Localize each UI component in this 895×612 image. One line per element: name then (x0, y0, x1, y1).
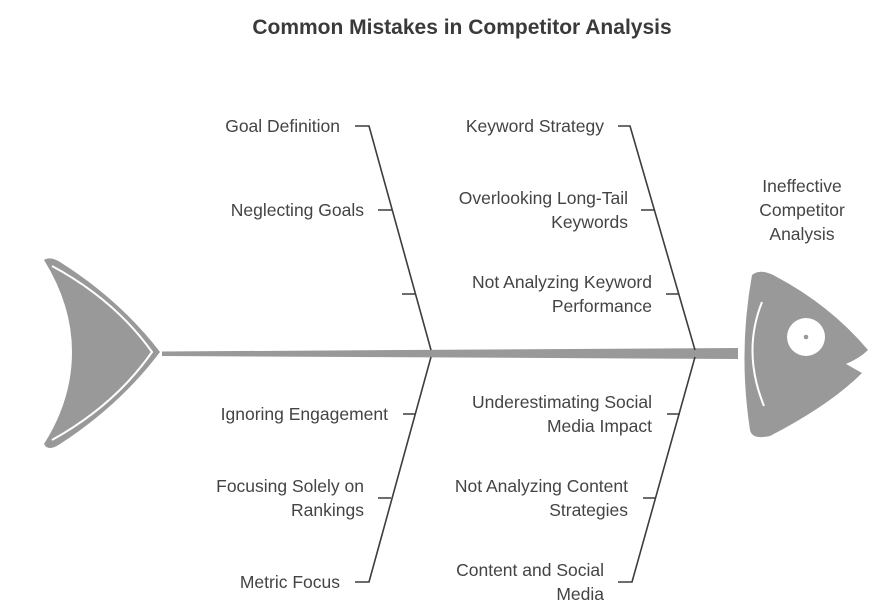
cause-label: Underestimating Social (472, 392, 652, 412)
cause-label: Neglecting Goals (231, 200, 365, 220)
cause-label: Not Analyzing Keyword (472, 272, 652, 292)
bone-bottom-right (618, 356, 696, 583)
cause-label: Overlooking Long-Tail (459, 188, 628, 208)
category-content-social: Media (556, 584, 604, 604)
fish-spine (162, 348, 738, 359)
category-keyword-strategy: Keyword Strategy (466, 116, 604, 136)
bone-top-left (355, 125, 432, 351)
cause-label: Rankings (291, 500, 364, 520)
category-metric-focus: Metric Focus (240, 572, 340, 592)
effect-label: Ineffective (762, 176, 841, 196)
cause-label: Focusing Solely on (216, 476, 364, 496)
category-goal-definition: Goal Definition (225, 116, 340, 136)
cause-label: Performance (552, 296, 652, 316)
cause-label: Strategies (549, 500, 628, 520)
diagram-title: Common Mistakes in Competitor Analysis (252, 16, 671, 39)
cause-label: Keywords (551, 212, 628, 232)
cause-label: Ignoring Engagement (221, 404, 388, 424)
category-content-social: Content and Social (456, 560, 604, 580)
effect-label: Analysis (769, 224, 834, 244)
fish-tail (44, 258, 160, 448)
bone-top-right (618, 125, 696, 351)
fish-head (744, 271, 868, 438)
cause-label: Media Impact (547, 416, 652, 436)
bone-bottom-left (355, 356, 432, 583)
cause-label: Not Analyzing Content (455, 476, 628, 496)
effect-label: Competitor (759, 200, 845, 220)
